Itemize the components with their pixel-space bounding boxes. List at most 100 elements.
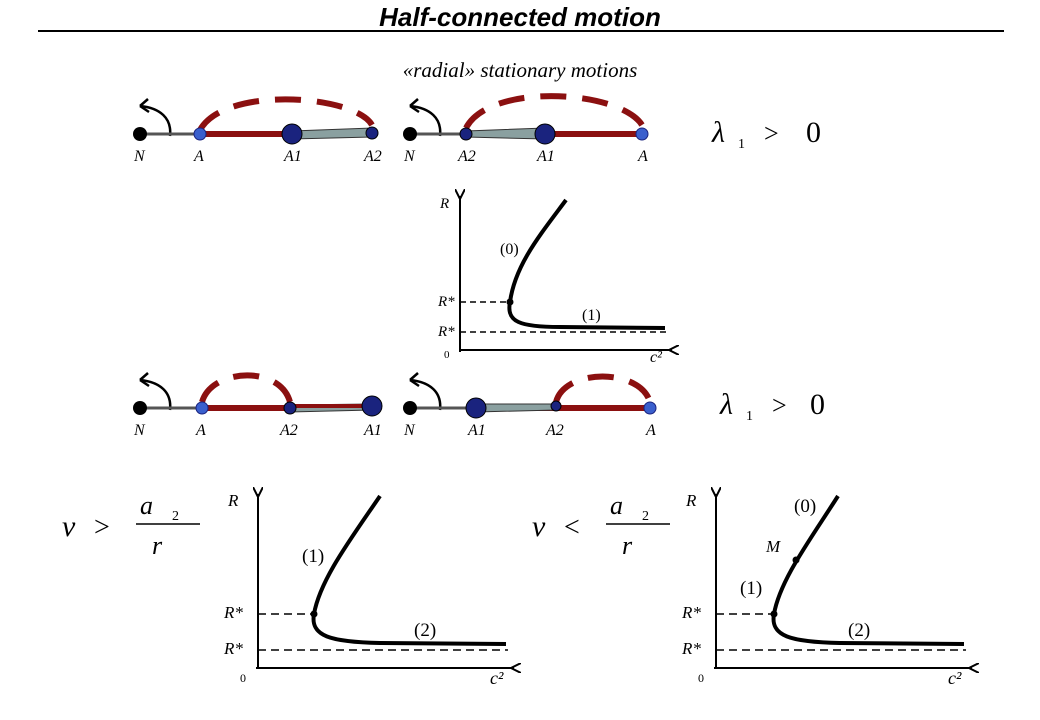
- critical-point: [310, 610, 318, 618]
- origin-label: 0: [698, 671, 704, 685]
- label-n: N: [133, 422, 146, 439]
- label-a: A: [645, 422, 656, 439]
- branch-label: (1): [302, 546, 324, 567]
- mechanism-row2-right: N A1 A2 A: [403, 372, 657, 439]
- numerator-subscript: 2: [172, 509, 179, 524]
- label-n: N: [133, 148, 146, 165]
- dashed-arc: [197, 96, 375, 132]
- node-a2: [365, 126, 379, 140]
- node-a1: [465, 397, 487, 419]
- fraction-denominator: r: [622, 531, 633, 560]
- node-a1: [281, 123, 303, 145]
- label-a: A: [195, 422, 206, 439]
- condition-graph-bottom-right: ν < a 2 r: [532, 491, 670, 560]
- r-upper-label: R*: [437, 294, 455, 310]
- curve: [311, 494, 507, 646]
- label-a1: A1: [283, 148, 302, 165]
- label-a: A: [637, 148, 648, 165]
- node-a1: [534, 123, 556, 145]
- operator: >: [94, 512, 110, 543]
- label-a2: A2: [279, 422, 298, 439]
- label-a2: A2: [545, 422, 564, 439]
- graph-top: R c² 0 R* R* (0) (1): [437, 196, 672, 366]
- label-a: A: [193, 148, 204, 165]
- link: [465, 127, 546, 140]
- origin-label: 0: [444, 349, 450, 361]
- node-a: [635, 127, 649, 141]
- node-a1: [361, 395, 383, 417]
- critical-point: [506, 298, 514, 306]
- node-n: [403, 401, 417, 415]
- graph-bottom-right: R c² 0 R* R* (0) (1) (2) M: [681, 491, 972, 688]
- label-a2: A2: [363, 148, 382, 165]
- title-underline: [38, 30, 1004, 32]
- r-lower-label: R*: [681, 639, 701, 658]
- nu-symbol: ν: [532, 510, 546, 543]
- dashed-arc: [463, 93, 645, 130]
- lambda-subscript: 1: [738, 137, 745, 152]
- value: 0: [810, 388, 825, 421]
- label-a1: A1: [536, 148, 555, 165]
- mechanism-row1-right: N A2 A1 A: [403, 93, 649, 165]
- label-a1: A1: [363, 422, 382, 439]
- fraction-numerator: a: [140, 491, 153, 520]
- rotation-arrow-icon: [139, 378, 172, 411]
- r-lower-label: R*: [437, 324, 455, 340]
- branch-label: (0): [500, 241, 519, 258]
- operator: >: [764, 119, 779, 148]
- operator: <: [564, 512, 580, 543]
- rotation-arrow-icon: [409, 378, 442, 411]
- nu-symbol: ν: [62, 510, 76, 543]
- origin-label: 0: [240, 671, 246, 685]
- mechanism-row2-left: N A A2 A1: [133, 372, 383, 439]
- point-m-label: M: [765, 537, 781, 556]
- fraction-denominator: r: [152, 531, 163, 560]
- rotation-arrow-icon: [139, 104, 172, 137]
- page-title: Half-connected motion: [379, 2, 661, 32]
- lambda-symbol: λ: [719, 388, 733, 421]
- node-n: [133, 401, 147, 415]
- r-upper-label: R*: [223, 603, 243, 622]
- branch-label: (2): [414, 620, 436, 641]
- label-a1: A1: [467, 422, 486, 439]
- node-n: [403, 127, 417, 141]
- y-axis-label: R: [439, 196, 449, 212]
- lambda-subscript: 1: [746, 409, 753, 424]
- y-axis-label: R: [227, 491, 239, 510]
- branch-label: (1): [582, 307, 601, 324]
- node-a: [193, 127, 207, 141]
- value: 0: [806, 116, 821, 149]
- condition-row1: λ 1 > 0: [711, 116, 821, 152]
- critical-point: [770, 610, 778, 618]
- fraction-numerator: a: [610, 491, 623, 520]
- node-a2: [550, 400, 562, 412]
- y-axis-label: R: [685, 491, 697, 510]
- r-upper-label: R*: [681, 603, 701, 622]
- dashed-arc: [553, 373, 653, 404]
- node-a2: [459, 127, 473, 141]
- branch-label: (0): [794, 496, 816, 517]
- branch-label: (1): [740, 578, 762, 599]
- node-a: [643, 401, 657, 415]
- link: [291, 127, 373, 140]
- node-n: [133, 127, 147, 141]
- dashed-arc: [199, 372, 293, 404]
- operator: >: [772, 391, 787, 420]
- link: [475, 403, 557, 413]
- r-lower-label: R*: [223, 639, 243, 658]
- graph-bottom-left: R c² 0 R* R* (1) (2): [223, 491, 514, 688]
- x-axis-label: c²: [490, 668, 504, 688]
- numerator-subscript: 2: [642, 509, 649, 524]
- rotation-arrow-icon: [409, 104, 442, 137]
- x-axis-label: c²: [948, 668, 962, 688]
- node-a2: [283, 401, 297, 415]
- branch-label: (2): [848, 620, 870, 641]
- node-a: [195, 401, 209, 415]
- mechanism-row1-left: N A A1 A2: [133, 96, 382, 165]
- condition-row2: λ 1 > 0: [719, 388, 825, 424]
- condition-graph-bottom-left: ν > a 2 r: [62, 491, 200, 560]
- label-n: N: [403, 422, 416, 439]
- label-n: N: [403, 148, 416, 165]
- point-m: [792, 556, 800, 564]
